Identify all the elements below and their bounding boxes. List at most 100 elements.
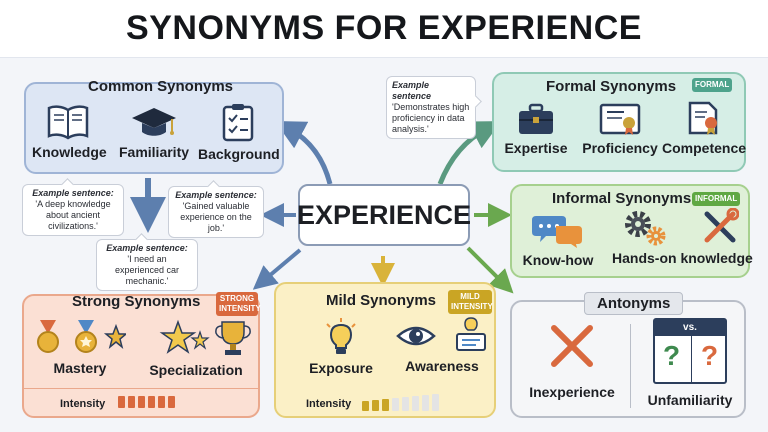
mild-synonyms-panel: Mild Synonyms MILD INTENSITY Exposure Aw…	[274, 282, 496, 418]
example-text: 'Gained valuable experience on the job.'	[180, 201, 252, 233]
intensity-bar	[118, 396, 125, 408]
exposure-item: Exposure	[298, 318, 384, 376]
intensity-bar	[432, 394, 439, 411]
formal-tag: FORMAL	[692, 78, 733, 92]
intensity-bar	[412, 396, 419, 411]
awareness-item: Awareness	[392, 316, 492, 374]
title-band: SYNONYMS FOR EXPERIENCE	[0, 0, 768, 58]
eye-icon	[396, 326, 436, 346]
stars-trophy-icon	[159, 319, 251, 355]
strong-synonyms-panel: Strong Synonyms STRONG INTENSITY Mastery…	[22, 292, 261, 418]
hands-on-label: Hands-on knowledge	[612, 250, 753, 266]
knowledge-item: Knowledge	[32, 104, 107, 160]
strong-tag: STRONG INTENSITY	[216, 292, 261, 316]
gears-icon	[624, 211, 665, 246]
mild-intensity-meter	[362, 394, 439, 411]
antonyms-divider	[630, 324, 631, 408]
specialization-item: Specialization	[134, 318, 258, 378]
know-how-label: Know-how	[522, 252, 594, 268]
example-text: 'Demonstrates high proficiency in data a…	[392, 102, 470, 134]
strong-synonyms-title: Strong Synonyms	[72, 293, 201, 310]
example-label: Example sentence	[392, 80, 432, 101]
informal-tag: INFORMAL	[692, 192, 741, 206]
arrow-to-antonyms	[466, 246, 514, 294]
familiarity-item: Familiarity	[118, 104, 190, 160]
strong-intensity-meter	[118, 396, 175, 408]
medals-icon	[37, 320, 126, 353]
expertise-label: Expertise	[504, 140, 568, 156]
intensity-bar	[138, 396, 145, 408]
expertise-item: Expertise	[498, 102, 574, 156]
formal-synonyms-panel: Formal Synonyms FORMAL Expertise Profici…	[492, 72, 746, 172]
mild-intensity-label: Intensity	[306, 398, 352, 410]
mild-synonyms-title: Mild Synonyms	[326, 292, 437, 309]
example-bubble-knowledge: Example sentence: 'A deep knowledge abou…	[22, 184, 124, 236]
intensity-bar	[148, 396, 155, 408]
example-text: 'A deep knowledge about ancient civiliza…	[35, 199, 111, 231]
briefcase-icon	[519, 103, 553, 134]
intensity-bar	[402, 397, 409, 411]
intensity-bar	[372, 400, 379, 411]
knowledge-label: Knowledge	[32, 144, 107, 160]
proficiency-item: Proficiency	[580, 102, 660, 156]
clipboard-icon	[222, 104, 254, 142]
awareness-label: Awareness	[405, 358, 479, 374]
antonyms-panel: Antonyms Inexperience vs. ? ? Unfamiliar…	[510, 292, 746, 418]
informal-synonyms-title: Informal Synonyms	[552, 190, 692, 207]
book-icon	[47, 105, 89, 140]
example-text: 'I need an experienced car mechanic.'	[114, 254, 180, 286]
background-item: Background	[198, 102, 280, 162]
idea-card-icon	[456, 317, 486, 351]
certificate-icon	[599, 103, 641, 135]
mastery-label: Mastery	[53, 360, 107, 376]
example-label: Example sentence:	[106, 243, 188, 253]
example-bubble-formal: Example sentence 'Demonstrates high prof…	[386, 76, 476, 139]
strong-divider	[24, 388, 258, 389]
page-title: SYNONYMS FOR EXPERIENCE	[126, 9, 642, 47]
competence-label: Competence	[662, 140, 747, 156]
tools-icon	[704, 208, 739, 243]
mild-tag: MILD INTENSITY	[448, 290, 493, 314]
exposure-label: Exposure	[309, 360, 373, 376]
inexperience-label: Inexperience	[529, 384, 615, 400]
vs-label: vs.	[655, 320, 725, 336]
intensity-bar	[422, 395, 429, 411]
intensity-bar	[168, 396, 175, 408]
example-label: Example sentence:	[175, 190, 257, 200]
question-compare-icon: vs. ? ?	[653, 318, 727, 384]
cross-icon	[551, 325, 593, 367]
intensity-bar	[382, 399, 389, 411]
example-label: Example sentence:	[32, 188, 114, 198]
example-bubble-mechanic: Example sentence: 'I need an experienced…	[96, 239, 198, 291]
intensity-bar	[128, 396, 135, 408]
speech-bubbles-icon	[532, 216, 582, 248]
award-document-icon	[688, 101, 718, 135]
question-mark-icon: ?	[701, 340, 719, 371]
arrow-to-strong	[252, 248, 302, 290]
intensity-bar	[362, 401, 369, 411]
antonyms-title: Antonyms	[584, 292, 684, 315]
unfamiliarity-item: vs. ? ? Unfamiliarity	[638, 318, 742, 408]
competence-item: Competence	[662, 100, 746, 156]
common-synonyms-title: Common Synonyms	[88, 78, 234, 95]
graduation-cap-icon	[132, 108, 176, 136]
proficiency-label: Proficiency	[582, 140, 658, 156]
background-label: Background	[198, 146, 280, 162]
formal-synonyms-title: Formal Synonyms	[546, 78, 677, 95]
lightbulb-icon	[326, 318, 356, 354]
center-word: EXPERIENCE	[297, 184, 471, 246]
informal-synonyms-panel: Informal Synonyms INFORMAL Know-how Hand…	[510, 184, 753, 278]
intensity-bar	[158, 396, 165, 408]
specialization-label: Specialization	[149, 362, 243, 378]
arrow-to-formal	[437, 121, 502, 185]
familiarity-label: Familiarity	[118, 144, 190, 160]
example-bubble-experience: Example sentence: 'Gained valuable exper…	[168, 186, 264, 238]
arrow-to-common	[274, 120, 333, 185]
know-how-item: Know-how	[516, 212, 600, 268]
intensity-bar	[392, 398, 399, 411]
hands-on-item: Hands-on knowledge	[612, 208, 753, 266]
question-mark-icon: ?	[663, 340, 681, 371]
inexperience-item: Inexperience	[522, 322, 622, 400]
strong-intensity-label: Intensity	[60, 398, 106, 410]
